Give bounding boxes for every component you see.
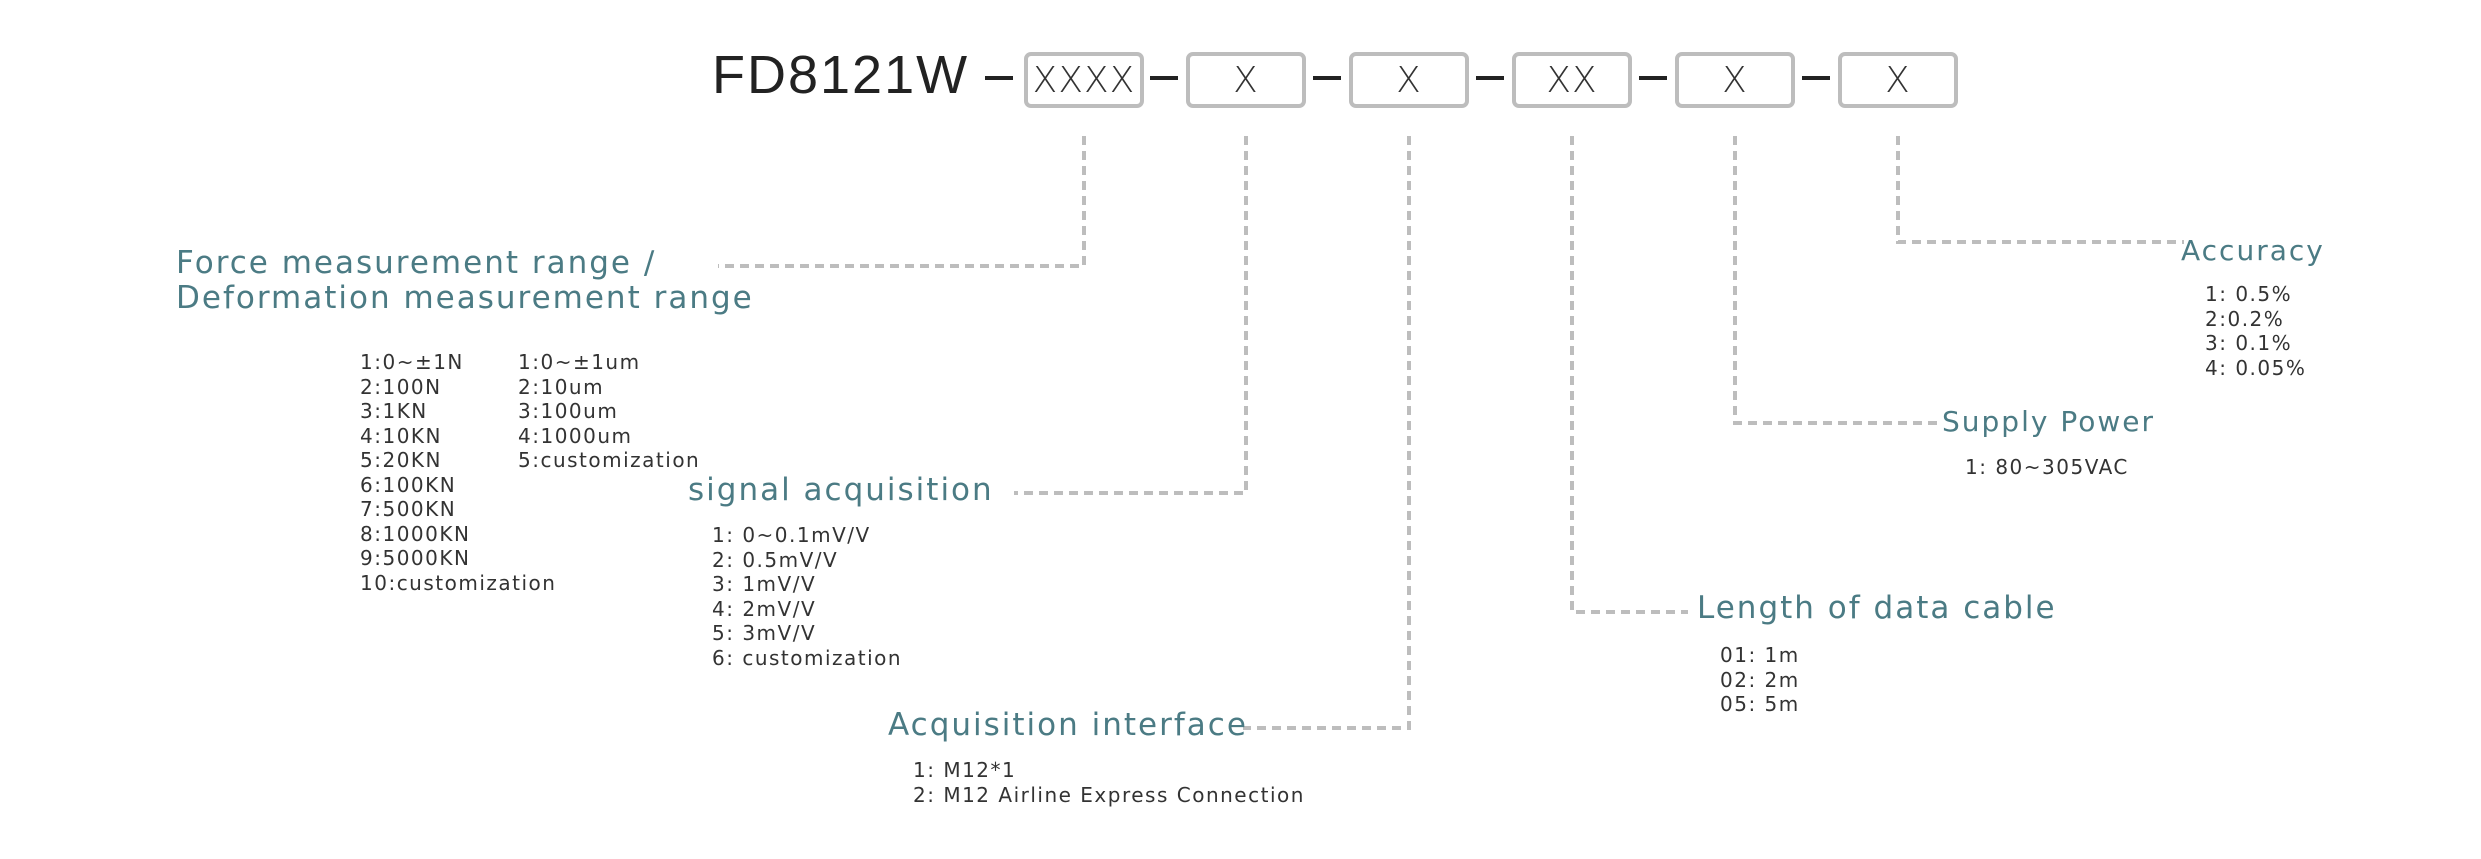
list-item: 5: 3mV/V — [712, 621, 817, 645]
leader-line-interface — [1243, 136, 1411, 730]
list-item: 2: M12 Airline Express Connection — [913, 782, 1305, 807]
list-item: 3: 0.1% — [2205, 331, 2293, 355]
separator-dash — [1150, 76, 1178, 80]
code-segment-interface: X — [1349, 52, 1469, 108]
separator-dash — [1313, 76, 1341, 80]
list-item: 5:customization — [518, 448, 701, 472]
list-item: 6:100KN — [360, 472, 457, 497]
list-item: 02: 2m — [1720, 667, 1800, 692]
leader-line-force — [718, 136, 1086, 268]
force-range-title-line1: Force measurement range / — [176, 245, 657, 281]
list-item: 4:10KN — [360, 423, 442, 448]
force-range-title-line2: Deformation measurement range — [176, 280, 754, 316]
code-segment-force-range: XXXX — [1024, 52, 1144, 108]
supply-power-title: Supply Power — [1942, 405, 2155, 438]
list-item: 4: 0.05% — [2205, 355, 2307, 380]
accuracy-list: 1: 0.5% 2:0.2% 3: 0.1% 4: 0.05% — [2205, 282, 2306, 380]
list-item: 1: 0~0.1mV/V — [712, 523, 871, 547]
list-item: 1: 0.5% — [2205, 282, 2293, 306]
list-item: 9:5000KN — [360, 546, 471, 570]
leader-line-signal — [1014, 136, 1248, 495]
list-item: 1: 80~305VAC — [1965, 455, 2129, 479]
deformation-range-list: 1:0~±1um 2:10um 3:100um 4:1000um 5:custo… — [518, 350, 700, 473]
separator-dash — [1802, 76, 1830, 80]
list-item: 3:100um — [518, 399, 619, 423]
separator-dash — [1476, 76, 1504, 80]
list-item: 6: customization — [712, 645, 903, 670]
list-item: 3: 1mV/V — [712, 572, 817, 596]
list-item: 1:0~±1um — [518, 350, 641, 374]
acquisition-interface-title: Acquisition interface — [888, 707, 1248, 743]
separator-dash — [985, 76, 1013, 80]
leader-line-cable — [1570, 136, 1688, 614]
list-item: 2: 0.5mV/V — [712, 547, 839, 572]
leader-line-power — [1733, 136, 1938, 425]
list-item: 7:500KN — [360, 497, 457, 521]
code-segment-accuracy: X — [1838, 52, 1958, 108]
accuracy-title: Accuracy — [2181, 234, 2325, 267]
force-range-list: 1:0~±1N 2:100N 3:1KN 4:10KN 5:20KN 6:100… — [360, 350, 556, 595]
list-item: 5:20KN — [360, 448, 442, 472]
cable-length-list: 01: 1m 02: 2m 05: 5m — [1720, 643, 1800, 717]
cable-length-title: Length of data cable — [1697, 590, 2057, 626]
list-item: 8:1000KN — [360, 521, 471, 546]
list-item: 05: 5m — [1720, 692, 1800, 716]
list-item: 1: M12*1 — [913, 758, 1017, 782]
list-item: 2:100N — [360, 374, 442, 399]
list-item: 4:1000um — [518, 423, 633, 448]
list-item: 1:0~±1N — [360, 350, 464, 374]
list-item: 01: 1m — [1720, 643, 1800, 667]
list-item: 2:10um — [518, 374, 605, 399]
separator-dash — [1639, 76, 1667, 80]
list-item: 4: 2mV/V — [712, 596, 817, 621]
code-segment-power: X — [1675, 52, 1795, 108]
model-prefix: FD8121W — [712, 45, 970, 105]
list-item: 10:customization — [360, 570, 557, 595]
supply-power-list: 1: 80~305VAC — [1965, 455, 2129, 480]
signal-acquisition-title: signal acquisition — [688, 472, 994, 508]
list-item: 3:1KN — [360, 399, 428, 423]
code-segment-signal: X — [1186, 52, 1306, 108]
leader-line-accuracy — [1896, 136, 2184, 244]
list-item: 2:0.2% — [2205, 306, 2285, 331]
signal-acquisition-list: 1: 0~0.1mV/V 2: 0.5mV/V 3: 1mV/V 4: 2mV/… — [712, 523, 902, 670]
code-segment-cable: XX — [1512, 52, 1632, 108]
acquisition-interface-list: 1: M12*1 2: M12 Airline Express Connecti… — [913, 758, 1305, 807]
